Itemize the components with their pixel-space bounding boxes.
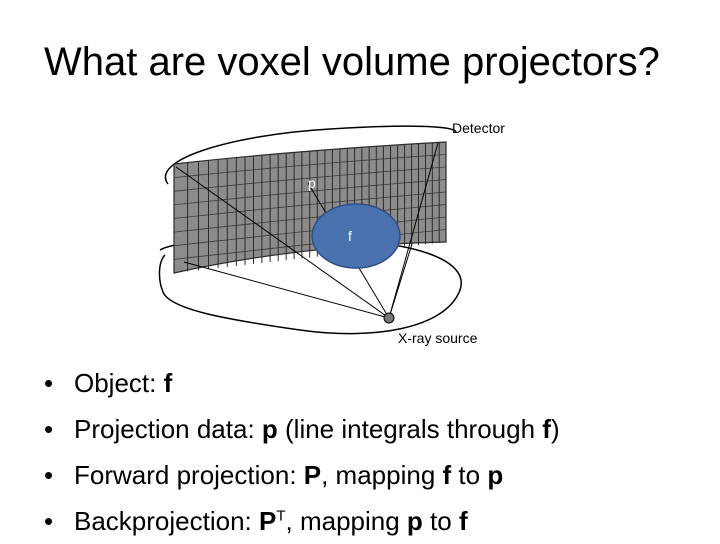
bullet-text: ) <box>550 414 560 444</box>
bullet-text: , mapping <box>285 506 407 536</box>
bullet-symbol: P <box>303 460 322 490</box>
bullet-symbol: f <box>542 414 551 444</box>
bullet-symbol: f <box>442 460 452 490</box>
bullet-text: (line integrals through <box>277 414 543 444</box>
bullet-symbol: p <box>261 414 278 444</box>
bullet-text: Projection data: <box>74 414 262 444</box>
bullet-text: to <box>451 460 488 490</box>
x-ray-source-label: X-ray source <box>398 330 478 346</box>
bullet-symbol: f <box>163 368 173 398</box>
object-f-label: f <box>348 228 352 244</box>
bullet-text: Forward projection: <box>74 460 304 490</box>
detector-row-line <box>173 179 447 206</box>
bullet-forward-projection: • Forward projection: P, mapping f to p <box>44 452 560 498</box>
bullet-text: Backprojection: <box>74 506 259 536</box>
definition-list: • Object: f • Projection data: p (line i… <box>44 360 560 544</box>
projection-p-label: p <box>308 175 316 191</box>
detector-row-line <box>173 191 447 219</box>
transpose-superscript: T <box>276 507 286 525</box>
slide-title: What are voxel volume projectors? <box>44 40 660 84</box>
bullet-symbol: f <box>458 506 468 536</box>
bullet-backprojection: • Backprojection: PT, mapping p to f <box>44 498 560 544</box>
detector-row-line <box>173 204 447 233</box>
bullet-projection-data: • Projection data: p (line integrals thr… <box>44 406 560 452</box>
bullet-marker: • <box>44 460 54 490</box>
detector-row-line <box>173 216 447 247</box>
bullet-text: to <box>422 506 459 536</box>
bullet-marker: • <box>44 368 54 398</box>
bullet-text: Object: <box>74 368 164 398</box>
x-ray-source-point <box>383 312 395 324</box>
bullet-object: • Object: f <box>44 360 560 406</box>
detector-label: Detector <box>452 120 505 136</box>
detector-row-line <box>173 166 447 192</box>
bullet-marker: • <box>44 506 54 536</box>
object-f-circle <box>311 203 401 269</box>
bullet-text: , mapping <box>321 460 443 490</box>
detector-panel <box>173 141 447 274</box>
bullet-symbol: P <box>258 506 277 536</box>
bullet-symbol: p <box>487 460 504 490</box>
detector-row-line <box>173 154 447 178</box>
x-ray-paths <box>175 142 439 319</box>
bullet-symbol: p <box>406 506 423 536</box>
bullet-marker: • <box>44 414 54 444</box>
